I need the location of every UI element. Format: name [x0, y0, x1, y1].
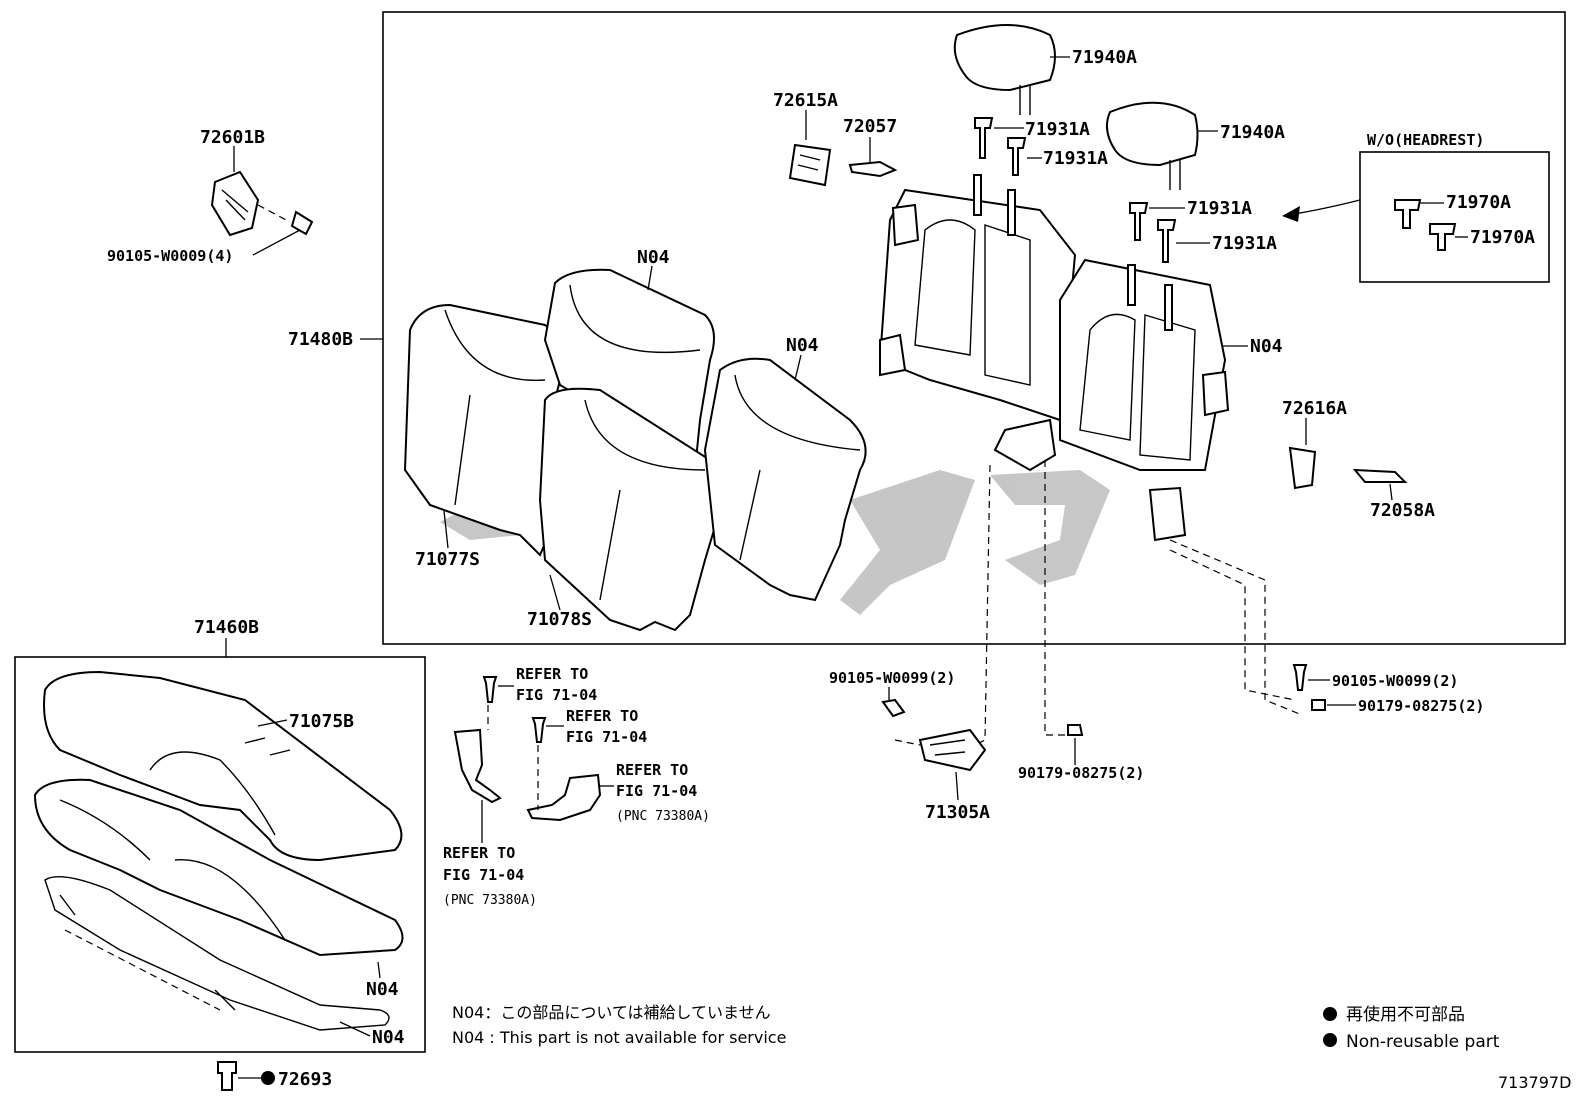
label-n04-1: N04	[637, 247, 670, 268]
caps-71970a	[1394, 199, 1468, 251]
bolt-refer-1	[482, 676, 498, 703]
label-71931a-4: 71931A	[1212, 233, 1277, 254]
legend-bullet-jp	[1323, 1007, 1337, 1021]
label-72057: 72057	[843, 116, 897, 137]
seat-cushion-cover-71075b	[43, 670, 403, 862]
label-n04-5: N04	[372, 1027, 405, 1048]
label-refer3-line1: REFER TO	[616, 761, 688, 779]
label-71940a-1: 71940A	[1072, 47, 1137, 68]
label-refer4-pnc: (PNC 73380A)	[443, 893, 537, 908]
label-71931a-2: 71931A	[1043, 148, 1108, 169]
seatback-cover-n04-right	[703, 357, 867, 602]
label-72058a: 72058A	[1370, 500, 1435, 521]
label-90179-08275-center: 90179-08275(2)	[1018, 764, 1144, 782]
label-71931a-3: 71931A	[1187, 198, 1252, 219]
label-71305a: 71305A	[925, 802, 990, 823]
legend-non-reusable-en: Non-reusable part	[1346, 1032, 1500, 1052]
bracket-72615a	[788, 143, 832, 187]
legend-non-reusable-jp: 再使用不可部品	[1346, 1004, 1465, 1025]
clip-72057	[848, 160, 898, 178]
wo-headrest-frame	[1359, 151, 1550, 283]
label-wo-headrest: W/O(HEADREST)	[1367, 131, 1484, 149]
label-n04-4: N04	[366, 979, 399, 1000]
figure-code: 713797D	[1498, 1073, 1571, 1092]
bracket-72601b	[210, 146, 314, 256]
clip-72058a	[1352, 468, 1408, 483]
seat-cushion-wire-frame	[44, 875, 390, 1031]
label-refer4-line1: REFER TO	[443, 844, 515, 862]
label-refer3-pnc: (PNC 73380A)	[616, 809, 710, 824]
seat-cushion-frame	[14, 656, 426, 1053]
legend-bullet-en	[1323, 1033, 1337, 1047]
seat-cushion-pad	[33, 778, 404, 957]
bolt-refer-2	[531, 717, 547, 743]
wo-headrest-arrowhead	[1282, 206, 1300, 222]
seatback-assembly-frame	[382, 11, 1566, 645]
clip-72693	[217, 1061, 237, 1091]
label-90105-w0009: 90105-W0009(4)	[107, 247, 233, 265]
seatback-cover-71077s	[403, 303, 566, 557]
label-71077s: 71077S	[415, 549, 480, 570]
label-71970a-1: 71970A	[1446, 192, 1511, 213]
label-71480b: 71480B	[288, 329, 353, 350]
bracket-72616a	[1288, 446, 1317, 490]
headrest-guides	[974, 117, 1210, 263]
label-72601b: 72601B	[200, 127, 265, 148]
bolt-90105-w0099-right	[1292, 664, 1308, 691]
label-71075b: 71075B	[289, 711, 354, 732]
nut-90179-08275-center	[1067, 724, 1084, 736]
label-90179-08275-right: 90179-08275(2)	[1358, 697, 1484, 715]
seat-belt-buckle-right	[526, 745, 602, 822]
label-n04-3: N04	[1250, 336, 1283, 357]
note-n04-jp: N04：この部品については補給していません	[452, 1003, 771, 1022]
label-refer2-line1: REFER TO	[566, 707, 638, 725]
note-n04-en: N04 : This part is not available for ser…	[452, 1028, 786, 1047]
label-90105-w0099-right: 90105-W0099(2)	[1332, 672, 1458, 690]
hinge-71305a	[894, 728, 987, 772]
label-71460b: 71460B	[194, 617, 259, 638]
label-72693: 72693	[278, 1069, 332, 1090]
headrest-lower	[1105, 101, 1218, 190]
label-refer4-line2: FIG 71-04	[443, 866, 524, 884]
label-refer1-line1: REFER TO	[516, 665, 588, 683]
bolt-90105-w0099-left	[881, 698, 906, 718]
label-71931a-1: 71931A	[1025, 119, 1090, 140]
label-refer2-line2: FIG 71-04	[566, 728, 647, 746]
label-71940a-2: 71940A	[1220, 122, 1285, 143]
label-90105-w0099-left: 90105-W0099(2)	[829, 669, 955, 687]
headrest-upper	[953, 24, 1070, 115]
label-n04-2: N04	[786, 335, 819, 356]
non-reusable-mark-72693	[261, 1071, 275, 1085]
seatback-frame	[878, 174, 1230, 542]
label-refer1-line2: FIG 71-04	[516, 686, 597, 704]
label-71970a-2: 71970A	[1470, 227, 1535, 248]
nut-90179-08275-right	[1311, 699, 1326, 711]
label-72616a: 72616A	[1282, 398, 1347, 419]
label-72615a: 72615A	[773, 90, 838, 111]
label-refer3-line2: FIG 71-04	[616, 782, 697, 800]
label-71078s: 71078S	[527, 609, 592, 630]
seat-belt-buckle-left	[453, 705, 502, 804]
